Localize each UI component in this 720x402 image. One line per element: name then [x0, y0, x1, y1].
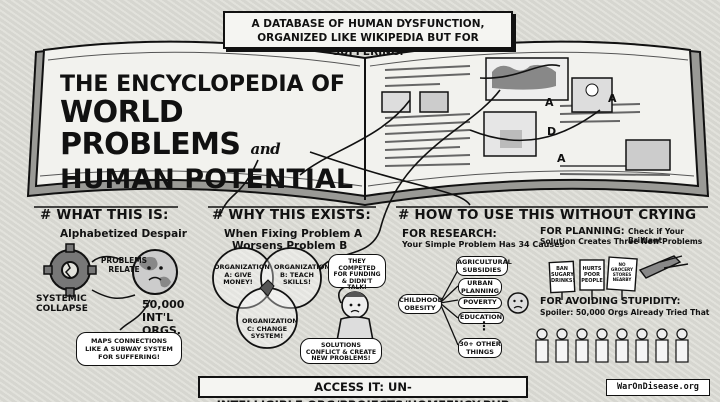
- main-title: THE ENCYCLOPEDIA OF WORLD PROBLEMS and H…: [60, 73, 360, 195]
- research-text: Your Simple Problem Has 34 Causes: [402, 240, 565, 249]
- stressed-person-illustration: [336, 286, 374, 342]
- why-subtitle-line-2: Worsens Problem B: [232, 240, 348, 252]
- venn-org-a-label: ORGANIZATION A: GIVE MONEY!: [214, 263, 270, 286]
- book-page-letter: A: [608, 92, 617, 105]
- sad-face-icon: [507, 292, 529, 314]
- how-heading: # HOW TO USE THIS WITHOUT CRYING: [398, 207, 697, 223]
- venn-org-c-label: ORGANIZATION C: CHANGE SYSTEM!: [242, 317, 298, 340]
- book-page-letter: A: [557, 152, 566, 165]
- venn-diagram: [212, 247, 322, 349]
- problems-relate-label: PROBLEMS RELATE: [100, 256, 148, 274]
- sign-text: NO GROCERY STORES NEARBY: [610, 262, 634, 282]
- ellipsis-dots: ⋮: [478, 319, 490, 333]
- credit-link[interactable]: WarOnDisease.org: [606, 379, 710, 396]
- what-heading: # WHAT THIS IS:: [40, 207, 169, 223]
- competed-bubble: THEY COMPETED FOR FUNDING & DIDN'T TALK!: [328, 254, 386, 291]
- sign-text: HURTS POOR PEOPLE: [581, 266, 603, 284]
- planning-label: FOR PLANNING:: [540, 226, 625, 237]
- crowd-of-experts-illustration: [535, 328, 689, 363]
- banner-line-1: A DATABASE OF HUMAN DYSFUNCTION,: [251, 18, 485, 30]
- avoid-text: Spoiler: 50,000 Orgs Already Tried That: [540, 308, 710, 317]
- book-page-letter: D: [547, 125, 557, 138]
- maps-connections-bubble: MAPS CONNECTIONS LIKE A SUBWAY SYSTEM FO…: [76, 332, 182, 366]
- avoid-label: FOR AVOIDING STUPIDITY:: [540, 296, 681, 307]
- center-node-childhood-obesity: CHILDHOOD OBESITY: [398, 294, 443, 314]
- cause-node: POVERTY: [458, 297, 502, 309]
- title-line-2: WORLD PROBLEMS and: [60, 97, 360, 165]
- cause-node: AGRICULTURAL SUBSIDIES: [456, 256, 512, 276]
- planning-text-line-1: Check if Your Brilliant: [628, 227, 685, 245]
- why-heading: # WHY THIS EXISTS:: [212, 207, 371, 223]
- title-line-3: HUMAN POTENTIAL: [60, 164, 354, 195]
- why-subtitle-line-1: When Fixing Problem A: [224, 228, 363, 240]
- cause-node: EDUCATION: [458, 312, 504, 324]
- top-banner: A DATABASE OF HUMAN DYSFUNCTION, ORGANIZ…: [223, 11, 513, 58]
- sad-globe-icon: [132, 249, 178, 295]
- systemic-collapse-label: SYSTEMIC COLLAPSE: [36, 294, 88, 314]
- cause-node: URBAN PLANNING: [458, 278, 502, 296]
- banner-line-2: ORGANIZED LIKE WIKIPEDIA BUT FOR SUFFERI…: [257, 32, 479, 58]
- access-link[interactable]: ACCESS IT: UN-INTELLIGIBLE.ORG/PROJECTS/…: [198, 376, 528, 402]
- sign-text: BAN SUGARY DRINKS!: [551, 266, 575, 284]
- planning-text-line-2: Solution Creates Three New Problems: [540, 237, 703, 246]
- gear-icon: [43, 243, 97, 297]
- research-label: FOR RESEARCH:: [402, 228, 497, 240]
- title-line-1: THE ENCYCLOPEDIA OF: [60, 72, 345, 97]
- title-line-2-text: WORLD PROBLEMS: [60, 95, 241, 162]
- book-page-letter: A: [545, 96, 554, 109]
- cause-node: 30+ OTHER THINGS: [458, 338, 502, 358]
- venn-org-b-label: ORGANIZATION B: TEACH SKILLS!: [274, 263, 330, 286]
- conflict-bubble: SOLUTIONS CONFLICT & CREATE NEW PROBLEMS…: [300, 338, 382, 364]
- title-and: and: [250, 140, 281, 158]
- what-subtitle: Alphabetized Despair: [60, 228, 187, 240]
- protest-signs-illustration: [548, 255, 689, 300]
